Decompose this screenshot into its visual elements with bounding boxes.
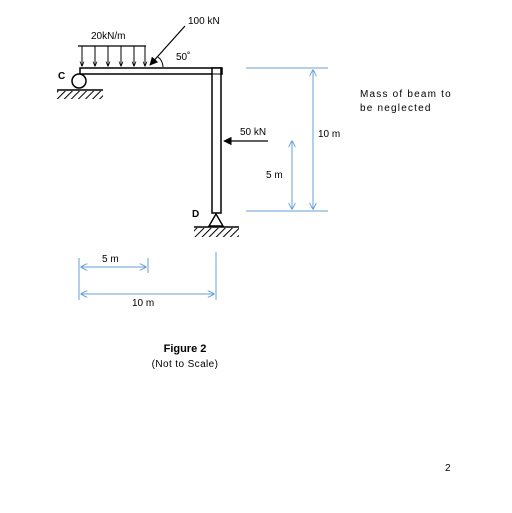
note-line-1: Mass of beam to: [360, 89, 452, 100]
distributed-load-label: 20kN/m: [91, 31, 125, 42]
figure-subtitle: (Not to Scale): [152, 359, 219, 370]
angle-arc: [157, 56, 164, 68]
angle-label: 50˚: [176, 51, 190, 63]
dim-horizontal-half-label: 5 m: [102, 254, 119, 265]
horizontal-beam: [79, 67, 223, 75]
page-number: 2: [445, 463, 451, 474]
point-load-label: 100 kN: [188, 16, 220, 27]
vertical-column: [211, 67, 222, 214]
vertical-dimensions: [246, 67, 328, 212]
node-d-label: D: [192, 209, 199, 220]
dim-vertical-half-label: 5 m: [266, 170, 283, 181]
horizontal-load-label: 50 kN: [240, 127, 266, 138]
roller-support-c: [57, 73, 103, 99]
figure-title: Figure 2: [164, 343, 207, 355]
note-line-2: be neglected: [360, 103, 432, 114]
horizontal-dimensions: [78, 252, 217, 300]
distributed-load: [78, 45, 146, 66]
dim-vertical-total-label: 10 m: [318, 129, 340, 140]
pin-support-d: [194, 212, 239, 237]
point-load-arrow: [149, 25, 186, 66]
node-c-label: C: [58, 71, 65, 82]
dim-horizontal-total-label: 10 m: [132, 298, 154, 309]
